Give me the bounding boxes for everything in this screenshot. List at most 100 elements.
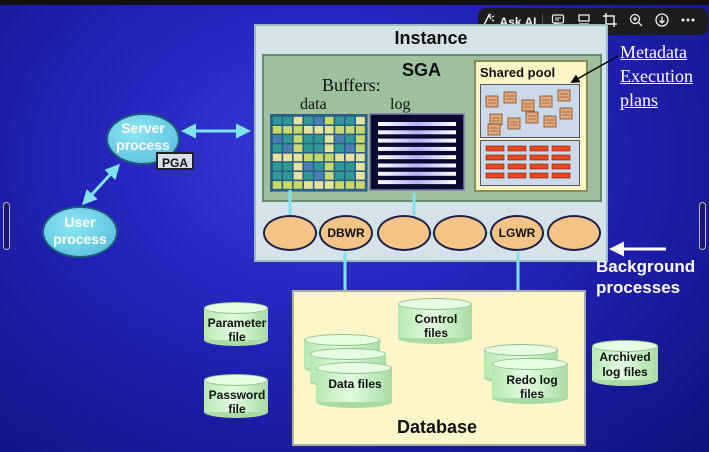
buffer-cell <box>283 181 292 189</box>
log-entry <box>378 138 456 143</box>
buffer-cell <box>335 116 344 125</box>
download-icon <box>655 13 669 30</box>
buffer-cell <box>304 181 313 189</box>
library-card <box>543 115 557 128</box>
data-buffer-label: data <box>300 96 327 113</box>
buffer-cell <box>304 144 313 152</box>
dictionary-bar <box>551 172 571 179</box>
instance-title: Instance <box>394 28 468 48</box>
buffer-cell <box>304 162 313 171</box>
background-process-3 <box>377 215 431 251</box>
buffer-cell <box>356 116 365 125</box>
library-card <box>557 89 571 102</box>
buffer-cell <box>335 172 344 180</box>
buffer-cell <box>345 153 355 162</box>
left-scroll-handle[interactable] <box>3 202 10 250</box>
download-button[interactable] <box>649 8 675 35</box>
buffer-cell <box>335 181 344 189</box>
dictionary-bar <box>485 154 505 161</box>
dictionary-bar <box>529 163 549 170</box>
buffer-cell <box>283 172 292 180</box>
library-card <box>507 117 521 130</box>
library-card <box>485 95 499 108</box>
buffer-cell <box>324 144 334 152</box>
user-process-label: User process <box>53 214 107 247</box>
buffer-cell <box>293 144 303 152</box>
buffer-cell <box>272 181 282 189</box>
dictionary-bar <box>529 172 549 179</box>
buffer-cell <box>345 172 355 180</box>
buffer-cell <box>304 172 313 180</box>
password-file-cylinder <box>204 374 268 418</box>
buffer-cell <box>304 135 313 143</box>
buffer-cell <box>345 144 355 152</box>
dictionary-bar <box>485 163 505 170</box>
ask-ai-icon <box>482 13 496 30</box>
buffer-cell <box>283 126 292 134</box>
buffer-cell <box>324 172 334 180</box>
buffer-cell <box>335 126 344 134</box>
archived-log-files-label: Archived log files <box>599 350 651 379</box>
control-files-label: Control files <box>414 312 458 340</box>
library-card <box>487 123 501 136</box>
parameter-file-label: Parameter file <box>207 316 267 344</box>
buffer-cell <box>356 162 365 171</box>
right-scroll-handle[interactable] <box>699 202 706 250</box>
buffer-cell <box>272 126 282 134</box>
window-top-edge <box>0 0 709 5</box>
dbwr-process: DBWR <box>319 215 373 251</box>
buffer-cell <box>293 153 303 162</box>
log-entry <box>378 130 456 135</box>
buffer-cell <box>293 181 303 189</box>
log-buffer-label: log <box>390 96 411 113</box>
buffers-label: Buffers: <box>322 75 381 95</box>
buffer-cell <box>272 135 282 143</box>
buffer-cell <box>272 162 282 171</box>
server-process-ellipse <box>106 113 180 165</box>
buffer-cell <box>304 126 313 134</box>
archived-log-cylinder <box>592 340 658 386</box>
buffer-cell <box>293 116 303 125</box>
dictionary-bar <box>551 154 571 161</box>
buffer-cell <box>272 144 282 152</box>
zoom-button[interactable] <box>623 8 649 35</box>
log-entry <box>378 163 456 168</box>
log-buffer-frame <box>369 113 465 191</box>
lgwr-process: LGWR <box>490 215 544 251</box>
pga-box: PGA <box>156 152 194 170</box>
more-button[interactable] <box>675 8 701 35</box>
buffer-cell <box>314 153 324 162</box>
library-card <box>559 107 573 120</box>
log-entry <box>378 146 456 151</box>
log-entry <box>378 122 456 126</box>
buffer-cell <box>272 116 282 125</box>
more-icon <box>680 13 696 30</box>
buffer-cell <box>335 144 344 152</box>
buffer-cell <box>283 135 292 143</box>
dictionary-bar <box>551 163 571 170</box>
buffer-cell <box>314 126 324 134</box>
buffer-cell <box>304 116 313 125</box>
dictionary-bar <box>529 145 549 152</box>
buffer-cell <box>345 181 355 189</box>
buffer-cell <box>314 144 324 152</box>
dictionary-cache-items <box>485 145 571 179</box>
buffer-cell <box>293 172 303 180</box>
server-process-label: Server process <box>116 120 170 153</box>
background-process-4 <box>433 215 487 251</box>
buffer-cell <box>356 181 365 189</box>
shared-pool-title: Shared pool <box>480 65 556 80</box>
toolbar-divider <box>542 13 543 30</box>
control-files-cylinder <box>398 298 472 344</box>
user-process-ellipse <box>42 206 118 258</box>
data-buffer-frame <box>270 114 368 192</box>
buffer-cell <box>345 116 355 125</box>
buffer-cell <box>283 144 292 152</box>
zoom-icon <box>629 13 643 30</box>
library-card <box>521 99 535 112</box>
log-entry <box>378 155 456 160</box>
buffer-cell <box>272 153 282 162</box>
log-buffer <box>369 113 465 191</box>
buffer-cell <box>314 181 324 189</box>
